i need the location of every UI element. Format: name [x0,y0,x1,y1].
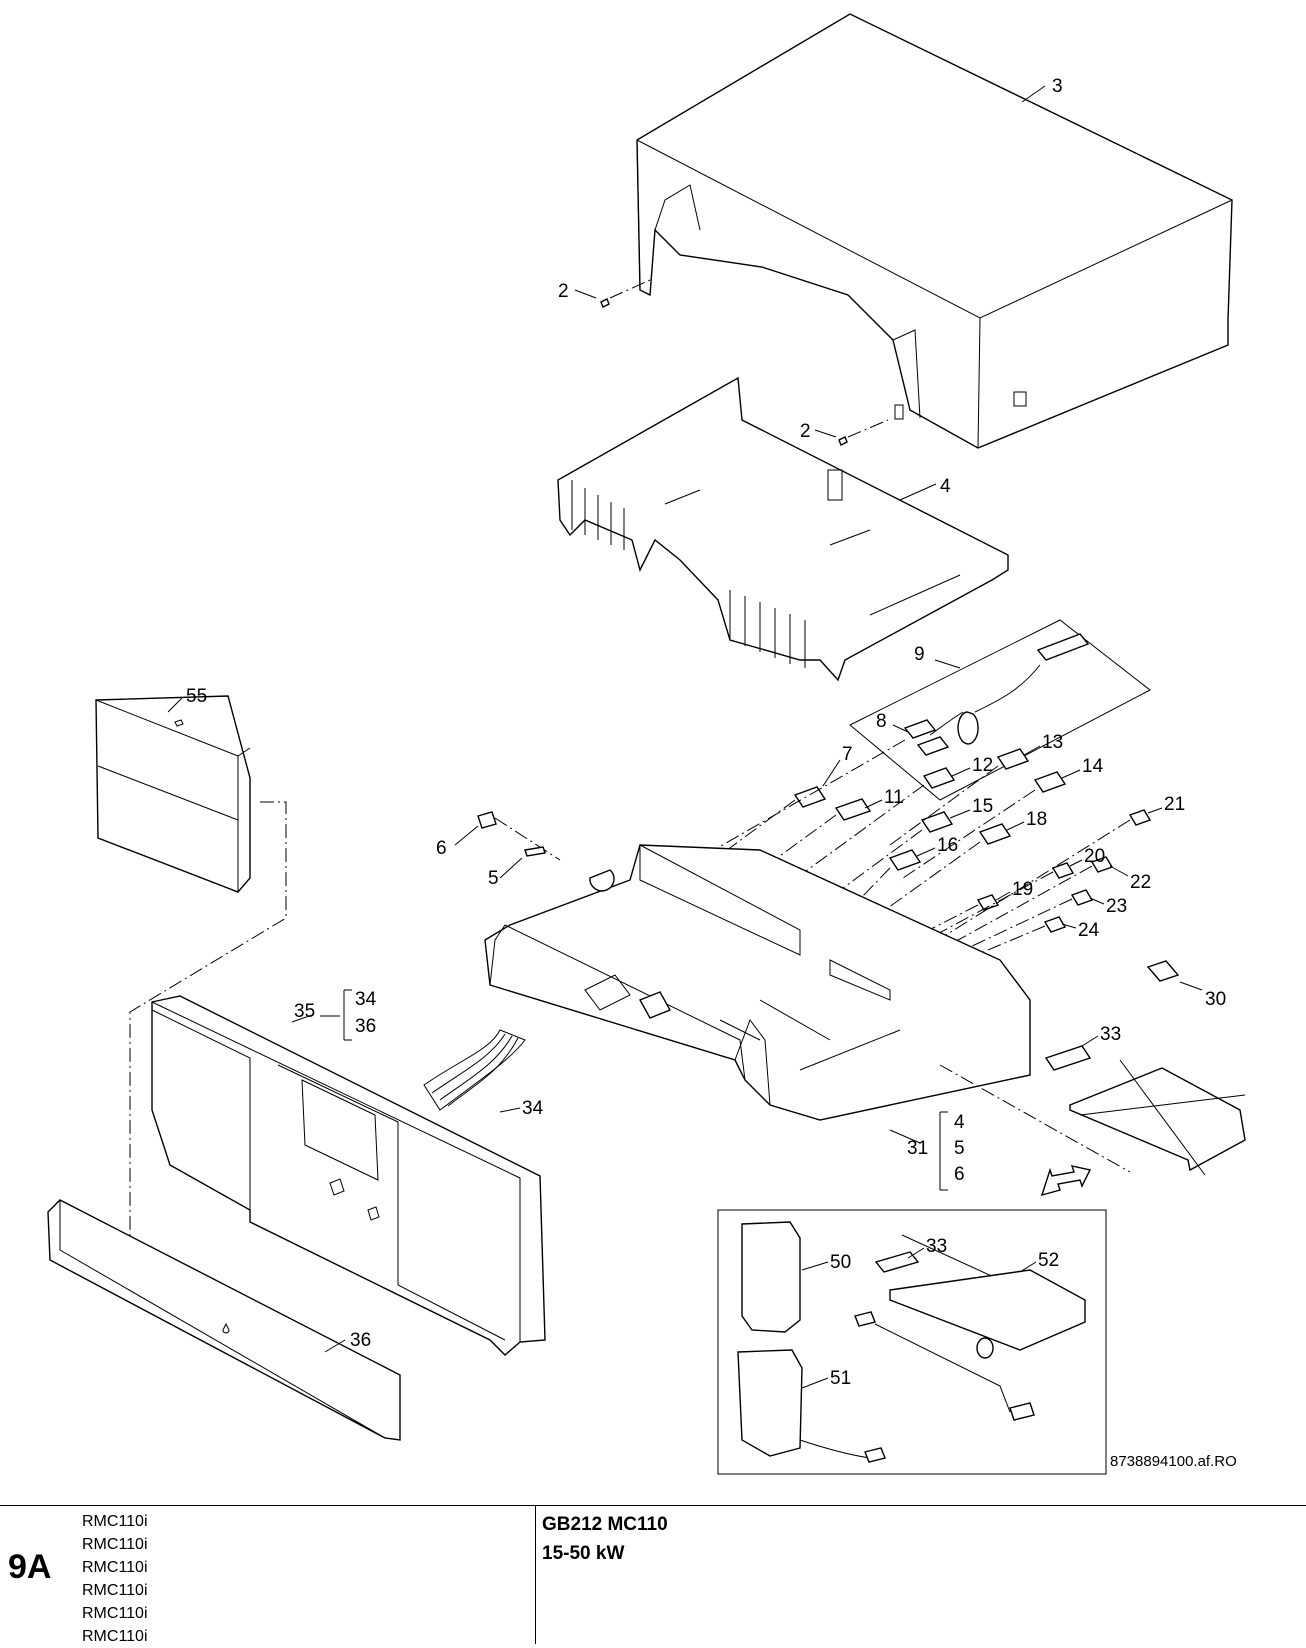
callout-55: 55 [186,686,207,707]
callout-23: 23 [1106,896,1127,917]
exploded-parts-diagram: 3 2 2 4 9 8 [47,13,1246,1475]
callout-4: 4 [940,476,951,497]
callout-5: 5 [488,868,499,889]
top-cover-part-3 [636,13,1233,449]
callout-15: 15 [972,796,993,817]
connector-12 [922,767,956,789]
product-title-area: GB212 MC110 15-50 kW [542,1510,668,1568]
connector-7 [793,786,827,808]
connector-24 [1043,916,1067,933]
callout-35-sub-36: 36 [355,1016,376,1037]
callout-11: 11 [884,787,904,808]
callout-2-bottom: 2 [800,421,811,442]
connector-21 [1128,809,1152,826]
title-block-divider [535,1506,536,1644]
model-item: RMC110i [82,1582,148,1599]
connectors-group [793,748,1152,933]
callout-24: 24 [1078,920,1100,941]
callout-52: 52 [1038,1250,1059,1271]
callout-18: 18 [1026,809,1047,830]
replacement-kit-box [717,1209,1107,1475]
callout-31: 31 [907,1138,928,1159]
callout-12: 12 [972,755,993,776]
callout-22: 22 [1130,872,1151,893]
callout-35: 35 [294,1001,315,1022]
callout-31-sub-5: 5 [954,1138,965,1159]
connector-14 [1033,771,1067,793]
callout-13: 13 [1042,732,1063,753]
callout-3: 3 [1052,76,1063,97]
callout-16: 16 [937,835,958,856]
front-strip-part-36 [47,1199,401,1441]
connector-13 [996,748,1030,770]
model-item: RMC110i [82,1559,148,1576]
screw-2-left [600,279,651,308]
callout-50: 50 [830,1252,851,1273]
title-block: 9A RMC110i RMC110i RMC110i RMC110i RMC11… [0,1505,1306,1645]
model-item: RMC110i [82,1628,148,1645]
drawing-reference-number: 8738894100.af.RO [1110,1453,1237,1470]
display-cover-part-55 [95,695,251,893]
callout-19: 19 [1012,879,1033,900]
pcb-part-52 [889,1269,1086,1351]
model-item: RMC110i [82,1605,148,1622]
connector-11 [834,798,872,821]
callout-30: 30 [1205,989,1226,1010]
model-item: RMC110i [82,1513,148,1530]
fuse-part-5 [524,846,546,857]
callout-2-top: 2 [558,281,569,302]
callout-36: 36 [350,1330,371,1351]
callout-14: 14 [1082,756,1104,777]
connector-15 [920,811,954,833]
callout-34: 34 [522,1098,544,1119]
model-list: RMC110i RMC110i RMC110i RMC110i RMC110i … [82,1510,148,1648]
connector-part-30 [1146,960,1180,982]
module-cover-part-50 [741,1221,801,1333]
cable-harness-part-9 [849,619,1151,801]
callout-31-sub-4: 4 [954,1112,965,1133]
callout-33-top: 33 [1100,1024,1121,1045]
callout-31-sub-6: 6 [954,1164,965,1185]
sheet-number: 9A [8,1548,52,1586]
callout-51: 51 [830,1368,851,1389]
callout-35-sub-34: 34 [355,989,377,1010]
callout-20: 20 [1084,846,1105,867]
module-housing-part-51 [737,1349,803,1457]
product-title: GB212 MC110 [542,1514,668,1535]
control-panel-part-35 [151,995,546,1356]
callout-8: 8 [876,711,887,732]
connector-16 [888,849,922,871]
connector-23 [1070,889,1094,906]
fuse-holder-part-6 [477,811,561,861]
callout-33-bottom: 33 [926,1236,947,1257]
callout-9: 9 [914,644,925,665]
callout-6: 6 [436,838,447,859]
screw-2-right [838,419,889,446]
base-housing-part-31 [484,844,1031,1121]
ribbon-cable-part-34 [423,1029,526,1111]
model-item: RMC110i [82,1536,148,1553]
connector-18 [978,823,1012,845]
replacement-arrow [1040,1165,1092,1197]
callout-7: 7 [842,744,853,765]
replaced-board-crossed-out [939,1045,1246,1176]
product-power-range: 15-50 kW [542,1543,625,1564]
connector-19 [976,894,1000,911]
connector-20 [1051,862,1075,879]
inner-frame-part-4 [557,376,1009,682]
callout-21: 21 [1164,794,1185,815]
